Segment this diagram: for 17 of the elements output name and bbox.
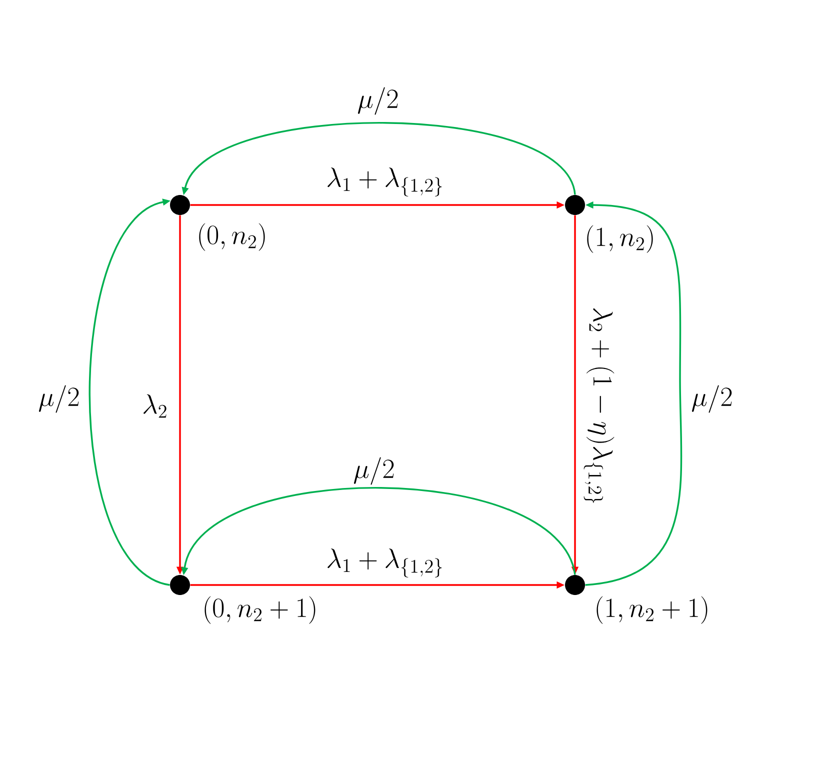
edge-label: $\mu/2$ (354, 457, 394, 485)
curved-arrow (181, 487, 576, 576)
edge-label: $\lambda_1+\lambda_{\{1,2\}}$ (328, 168, 442, 196)
edge-label: $\lambda_1+\lambda_{\{1,2\}}$ (328, 548, 442, 578)
state-dot (565, 575, 585, 595)
state-label: $(1,n_2+1)$ (596, 596, 708, 624)
edge-label: $\mu/2$ (358, 87, 398, 115)
state-label: $(0,n_2)$ (199, 223, 265, 251)
edge-label: $\lambda_2+(1-\eta)\lambda_{\{1,2\}}$ (584, 308, 614, 504)
state-label: $(0,n_2+1)$ (204, 596, 316, 624)
edge-label: $\mu/2$ (692, 385, 732, 413)
state-label: $(1,n_2)$ (587, 225, 653, 253)
edge-label: $\mu/2$ (38, 385, 79, 413)
state-dot (170, 195, 190, 215)
edge-label: $\lambda_2$ (144, 394, 166, 418)
state-dot (170, 575, 190, 595)
state-dot (565, 195, 585, 215)
